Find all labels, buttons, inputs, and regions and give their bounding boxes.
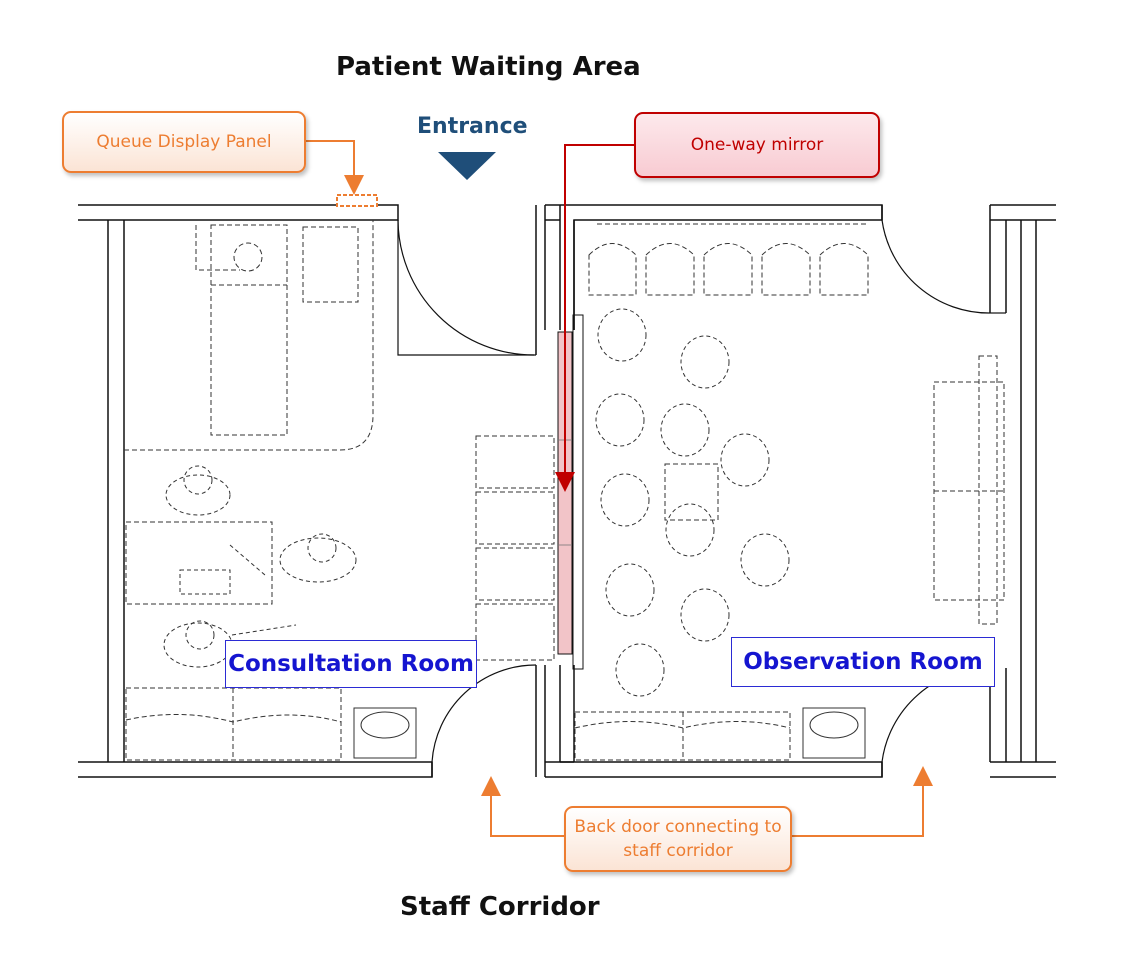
queue-display-callout: Queue Display Panel (62, 111, 306, 173)
entrance-triangle-icon (438, 152, 496, 180)
one-way-mirror-callout-text: One-way mirror (690, 135, 824, 155)
backdoor-connector-right (790, 766, 933, 837)
observation-people (595, 308, 790, 697)
staff-corridor-label: Staff Corridor (400, 892, 600, 922)
queue-connector (305, 140, 364, 195)
queue-display-panel (336, 194, 378, 207)
queue-display-callout-text: Queue Display Panel (96, 132, 272, 152)
consultation-people (163, 465, 357, 668)
consultation-furniture (124, 220, 555, 761)
consultation-room-label: Consultation Room (225, 640, 477, 688)
mirror-connector (555, 144, 634, 492)
back-door-callout: Back door connecting to staff corridor (564, 806, 792, 872)
consultation-room-label-text: Consultation Room (228, 651, 474, 677)
entrance-label: Entrance (417, 114, 528, 139)
observation-room-label: Observation Room (731, 637, 995, 687)
observation-room-label-text: Observation Room (743, 649, 983, 675)
one-way-mirror-callout: One-way mirror (634, 112, 880, 178)
back-door-callout-line1: Back door connecting to (574, 817, 782, 837)
observation-furniture (574, 223, 1005, 761)
backdoor-connector-left (481, 776, 564, 837)
back-door-callout-line2: staff corridor (623, 841, 733, 861)
patient-waiting-area-label: Patient Waiting Area (336, 52, 641, 82)
walls (78, 204, 1056, 778)
